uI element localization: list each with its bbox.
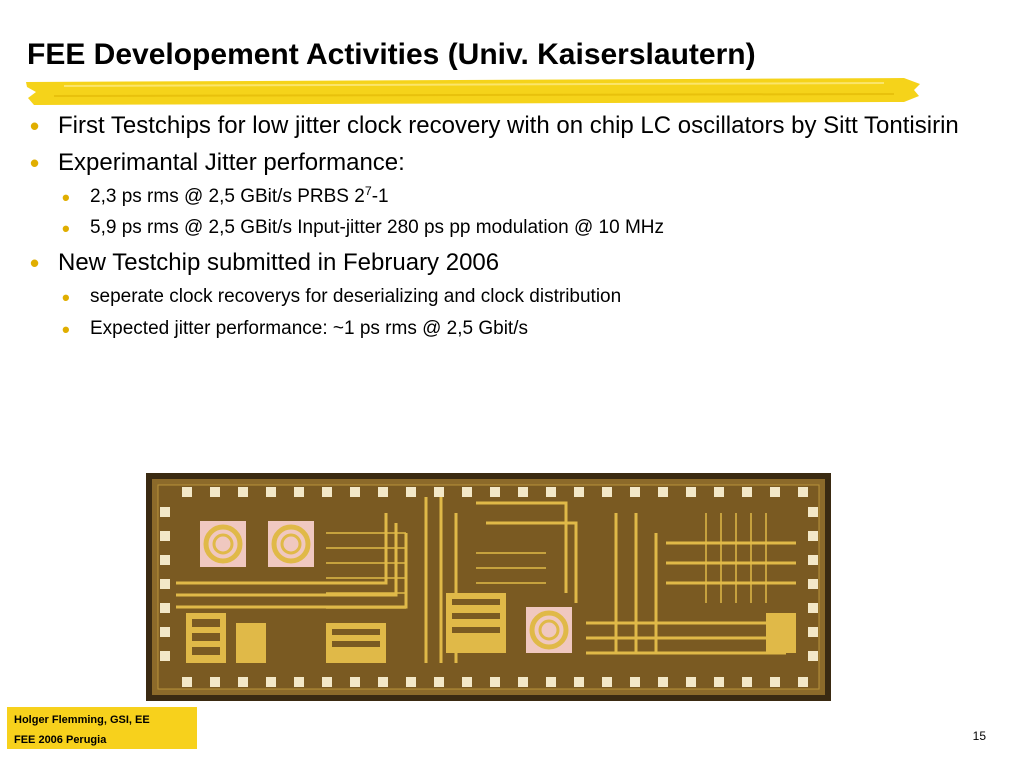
bullet-dot-icon: • xyxy=(62,184,70,210)
bullet-dot-icon: • xyxy=(62,284,70,310)
bullet-text: New Testchip submitted in February 2006 xyxy=(58,249,500,277)
bullet-item: • New Testchip submitted in February 200… xyxy=(30,248,990,279)
sub-bullet-text: 5,9 ps rms @ 2,5 GBit/s Input-jitter 280… xyxy=(90,217,664,239)
bullet-text: Experimantal Jitter performance: xyxy=(58,148,405,176)
sub-bullet-text: seperate clock recoverys for deserializi… xyxy=(90,285,622,307)
superscript-exponent: 7 xyxy=(364,183,372,198)
slide-title: FEE Developement Activities (Univ. Kaise… xyxy=(27,38,756,71)
sub-bullet-text: 2,3 ps rms @ 2,5 GBit/s PRBS 2 xyxy=(90,185,365,207)
footer-box: Holger Flemming, GSI, EE FEE 2006 Perugi… xyxy=(7,707,197,749)
sub-bullet-suffix: -1 xyxy=(371,185,389,207)
page-number: 15 xyxy=(972,729,986,743)
bullet-item: • First Testchips for low jitter clock r… xyxy=(30,111,990,141)
sub-bullet-item: • seperate clock recoverys for deseriali… xyxy=(30,284,990,310)
sub-bullet-text: Expected jitter performance: ~1 ps rms @… xyxy=(90,317,528,339)
footer-event: FEE 2006 Perugia xyxy=(14,734,107,746)
bullet-dot-icon: • xyxy=(62,316,70,342)
bullet-dot-icon: • xyxy=(30,248,40,279)
bullet-list: • First Testchips for low jitter clock r… xyxy=(30,111,990,350)
bullet-dot-icon: • xyxy=(30,147,40,178)
bullet-dot-icon: • xyxy=(62,216,70,242)
bullet-item: • Experimantal Jitter performance: xyxy=(30,147,990,178)
sub-bullet-item: • 2,3 ps rms @ 2,5 GBit/s PRBS 27-1 xyxy=(30,183,990,210)
chip-micrograph-image xyxy=(146,473,831,701)
bullet-dot-icon: • xyxy=(30,111,40,141)
bullet-text: First Testchips for low jitter clock rec… xyxy=(58,112,959,139)
title-highlight-stroke xyxy=(26,78,920,105)
sub-bullet-item: • Expected jitter performance: ~1 ps rms… xyxy=(30,316,990,342)
footer-author: Holger Flemming, GSI, EE xyxy=(14,714,150,726)
sub-bullet-item: • 5,9 ps rms @ 2,5 GBit/s Input-jitter 2… xyxy=(30,216,990,242)
